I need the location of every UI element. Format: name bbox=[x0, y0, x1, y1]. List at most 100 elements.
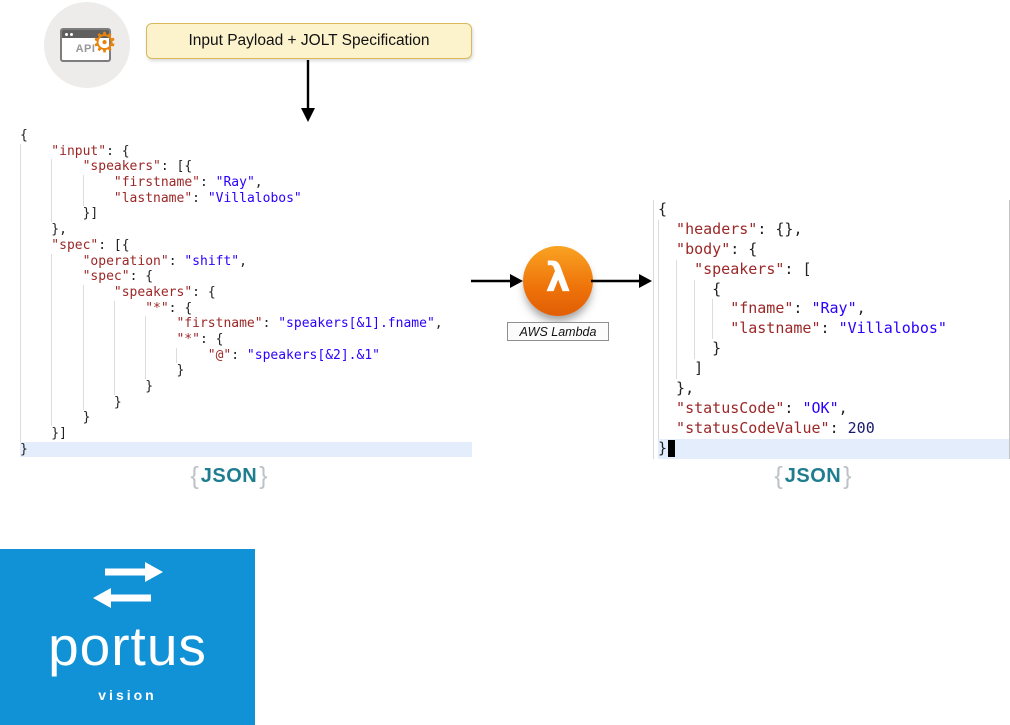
code-token: : bbox=[793, 299, 803, 318]
flow-arrow-right-icon bbox=[591, 274, 652, 288]
indent-guide bbox=[82, 347, 114, 364]
code-token: }] bbox=[82, 206, 99, 222]
indent-guide bbox=[145, 347, 176, 364]
code-token: : bbox=[129, 269, 138, 285]
indent-guide bbox=[676, 259, 694, 280]
input-json-editor[interactable]: {"input": {"speakers": [{"firstname": "R… bbox=[14, 128, 472, 458]
indent-guide bbox=[658, 219, 676, 240]
code-line: "*": { bbox=[20, 300, 472, 317]
code-token: : bbox=[784, 259, 794, 278]
code-line: "body": { bbox=[658, 239, 1009, 260]
json-label-text: JSON bbox=[784, 465, 842, 487]
code-token: , bbox=[856, 299, 866, 318]
indent-guide bbox=[51, 206, 82, 223]
indent-guide bbox=[51, 253, 82, 270]
code-line: "lastname": "Villalobos" bbox=[20, 190, 472, 207]
code-token: , bbox=[254, 175, 263, 191]
code-token: "speakers[&2].&1" bbox=[246, 347, 380, 363]
code-line: }, bbox=[658, 379, 1009, 399]
indent-guide bbox=[20, 410, 51, 427]
flow-arrow-left-icon bbox=[471, 274, 523, 288]
code-line: } bbox=[20, 394, 472, 411]
indent-guide bbox=[20, 143, 51, 160]
indent-guide bbox=[51, 159, 82, 176]
code-token: : bbox=[829, 418, 839, 437]
json-brace-open: { bbox=[190, 462, 199, 490]
indent-guide bbox=[51, 175, 82, 191]
code-token: } bbox=[20, 441, 28, 457]
code-line: { bbox=[20, 128, 472, 144]
json-brace-open: { bbox=[774, 462, 783, 490]
indent-guide bbox=[20, 190, 51, 207]
indent-guide bbox=[658, 319, 676, 340]
indent-guide bbox=[51, 379, 82, 395]
indent-guide bbox=[658, 379, 676, 399]
code-token: : bbox=[820, 319, 830, 338]
code-token: } bbox=[176, 363, 185, 379]
code-token: : bbox=[757, 219, 767, 238]
code-line: "speakers": [{ bbox=[20, 159, 472, 176]
code-token: "lastname" bbox=[113, 190, 193, 206]
indent-guide bbox=[82, 284, 114, 301]
code-token: "statusCodeValue" bbox=[676, 418, 830, 437]
arrow-down-icon bbox=[301, 60, 315, 122]
code-token: "body" bbox=[676, 239, 731, 258]
code-line: "fname": "Ray", bbox=[658, 299, 1009, 320]
code-line: { bbox=[658, 279, 1009, 300]
indent-guide bbox=[20, 363, 51, 379]
indent-guide bbox=[82, 175, 114, 191]
code-line: "firstname": "speakers[&1].fname", bbox=[20, 316, 472, 332]
indent-guide bbox=[145, 363, 176, 379]
code-token: } bbox=[658, 438, 668, 457]
code-token: "shift" bbox=[184, 253, 240, 269]
code-line: } bbox=[20, 441, 472, 458]
code-token: [ bbox=[793, 259, 812, 278]
indent-guide bbox=[82, 316, 114, 332]
code-token: }, bbox=[51, 222, 67, 238]
indent-guide bbox=[676, 299, 694, 320]
indent-guide bbox=[145, 331, 176, 348]
indent-guide bbox=[20, 222, 51, 238]
indent-guide bbox=[51, 300, 82, 317]
logo-name: portus bbox=[48, 615, 207, 677]
code-token: "OK" bbox=[802, 398, 839, 417]
code-line: "statusCode": "OK", bbox=[658, 398, 1009, 419]
code-line: }] bbox=[20, 206, 472, 223]
code-token: , bbox=[239, 253, 247, 269]
indent-guide bbox=[694, 299, 712, 320]
indent-guide bbox=[51, 269, 82, 285]
indent-guide bbox=[658, 418, 676, 439]
code-line: } bbox=[20, 363, 472, 379]
json-label-right: {JSON} bbox=[653, 462, 973, 491]
code-token: "speakers[&1].fname" bbox=[278, 316, 435, 332]
indent-guide bbox=[82, 363, 114, 379]
indent-guide bbox=[658, 339, 676, 360]
code-token: , bbox=[434, 316, 443, 332]
indent-guide bbox=[676, 279, 694, 300]
indent-guide bbox=[113, 379, 145, 395]
code-token: "speakers" bbox=[82, 159, 161, 175]
code-token: { bbox=[113, 143, 130, 159]
code-token: "headers" bbox=[676, 219, 758, 238]
code-token: : bbox=[199, 175, 208, 191]
json-label-text: JSON bbox=[200, 465, 258, 487]
code-token: : bbox=[160, 159, 169, 175]
indent-guide bbox=[51, 316, 82, 332]
code-token: }] bbox=[51, 426, 67, 442]
indent-guide bbox=[658, 239, 676, 260]
indent-guide bbox=[20, 426, 51, 442]
code-token bbox=[208, 175, 216, 190]
indent-guide bbox=[51, 363, 82, 379]
output-json-editor[interactable]: {"headers": {},"body": {"speakers": [{"f… bbox=[653, 200, 1010, 459]
code-token: { bbox=[207, 331, 224, 347]
indent-guide bbox=[20, 379, 51, 395]
portus-logo: portus vision bbox=[0, 549, 255, 725]
code-line: "headers": {}, bbox=[658, 219, 1009, 240]
code-token: ] bbox=[694, 359, 704, 378]
window-dot-icon bbox=[70, 32, 73, 36]
indent-guide bbox=[145, 316, 176, 332]
code-token: "Villalobos" bbox=[838, 319, 947, 338]
aws-lambda-icon: λ bbox=[523, 246, 593, 316]
indent-guide bbox=[113, 347, 145, 364]
